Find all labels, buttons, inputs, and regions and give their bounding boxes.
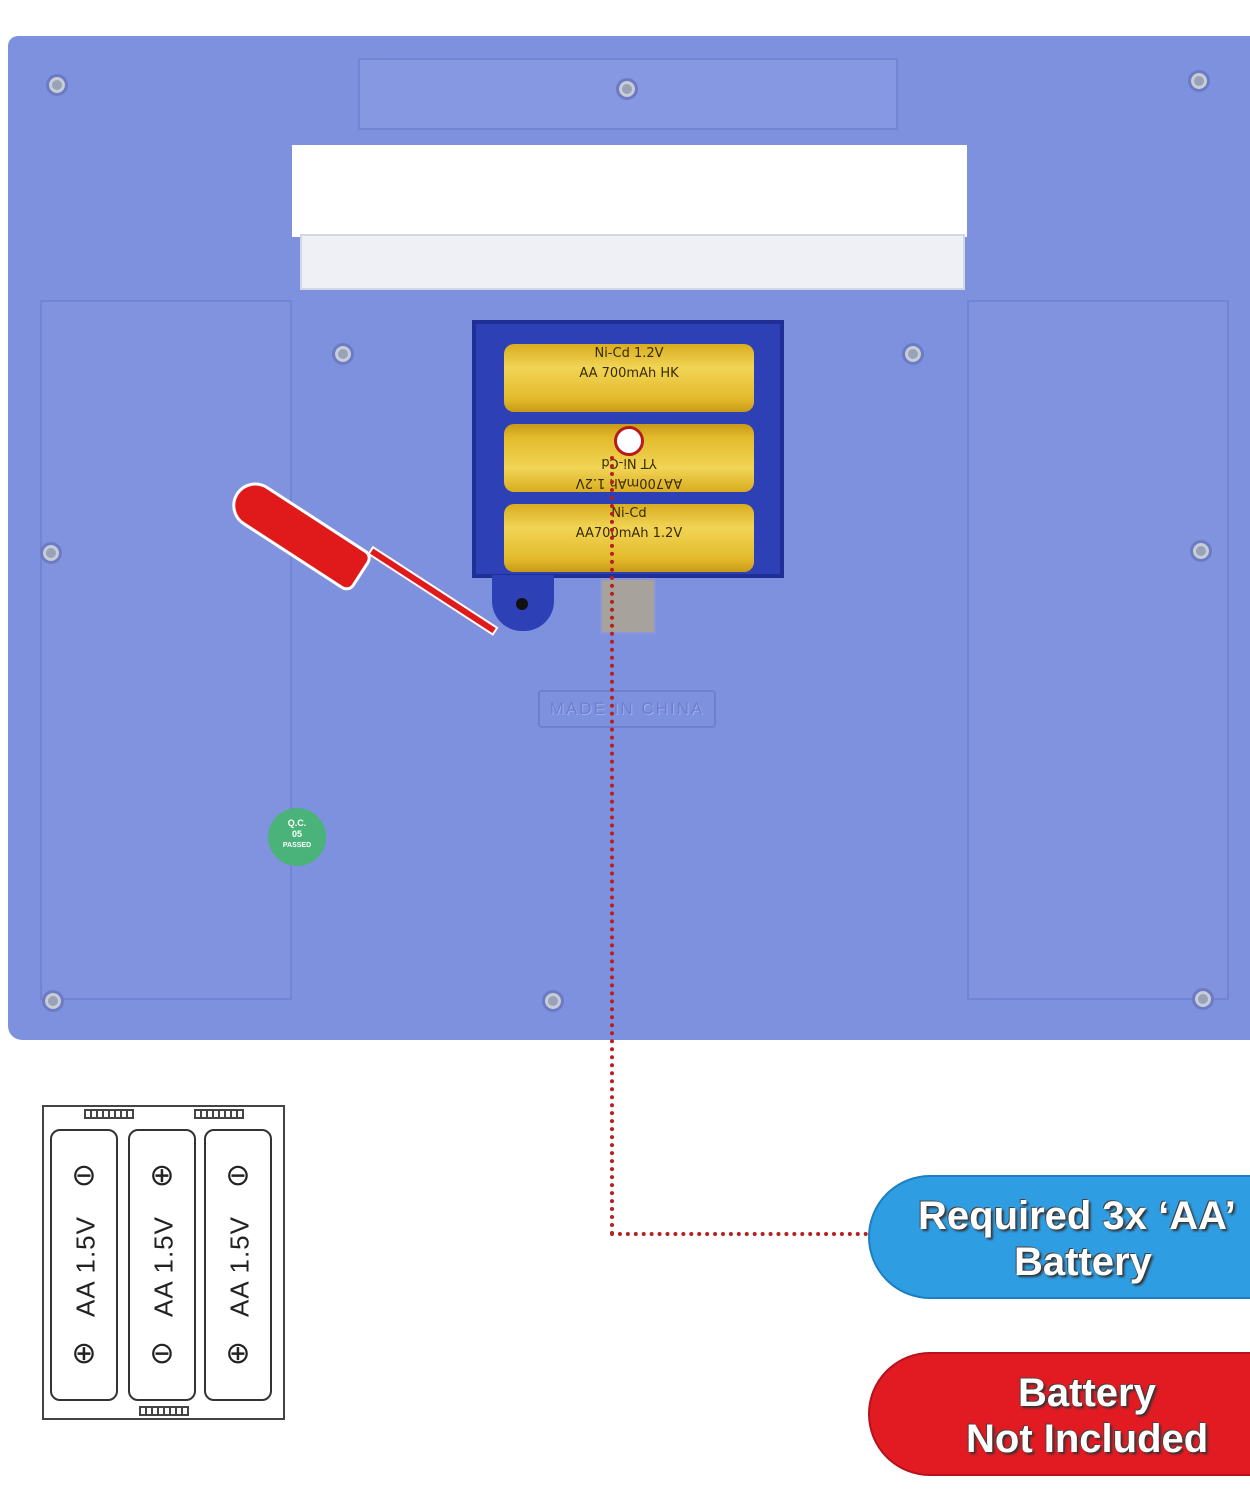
terminal-icon: ⊕ <box>225 1337 251 1370</box>
required-battery-callout: Required 3x ‘AA’ Battery <box>868 1175 1250 1299</box>
screw-icon <box>332 343 354 365</box>
screw-icon <box>902 343 924 365</box>
battery: Ni-Cd 1.2V AA 700mAh HK <box>504 344 754 412</box>
battery-label: AA700mAh 1.2V <box>575 526 683 541</box>
qc-line: PASSED <box>282 842 312 849</box>
qc-sticker: Q.C. 05 PASSED <box>268 808 326 866</box>
pointer-line <box>610 1232 868 1236</box>
handle-bar <box>300 234 965 290</box>
not-included-callout: Battery Not Included <box>868 1352 1250 1476</box>
screw-icon <box>1190 540 1212 562</box>
screw-icon <box>42 990 64 1012</box>
screw-icon <box>542 990 564 1012</box>
callout-line: Not Included <box>966 1417 1209 1461</box>
cover-tab <box>600 578 656 634</box>
spring-icon <box>139 1406 189 1416</box>
screw-icon <box>1192 988 1214 1010</box>
spring-icon <box>194 1109 244 1119</box>
battery-label: Ni-Cd 1.2V <box>594 346 664 361</box>
callout-line: Battery <box>1018 1371 1156 1415</box>
screw-icon <box>616 78 638 100</box>
qc-line: 05 <box>291 829 302 839</box>
pointer-line <box>610 456 614 1236</box>
terminal-icon: ⊖ <box>225 1159 251 1192</box>
callout-line: Required 3x ‘AA’ <box>918 1194 1236 1238</box>
battery: Ni-Cd AA700mAh 1.2V <box>504 504 754 572</box>
terminal-icon: ⊖ <box>71 1159 97 1192</box>
diagram-cell: ⊖ AA 1.5V ⊕ <box>50 1129 118 1401</box>
right-panel <box>967 300 1229 1000</box>
made-in-label: MADE IN CHINA <box>538 690 716 728</box>
terminal-icon: ⊕ <box>71 1337 97 1370</box>
battery-label: AA700mAh 1.2V <box>575 475 683 490</box>
qc-line: Q.C. <box>287 818 307 828</box>
left-panel <box>40 300 292 1000</box>
screw-hole <box>516 598 528 610</box>
terminal-icon: ⊕ <box>149 1159 175 1192</box>
battery-diagram: ⊖ AA 1.5V ⊕ ⊕ AA 1.5V ⊖ ⊖ AA 1.5V ⊕ <box>42 1105 285 1420</box>
screw-icon <box>1188 70 1210 92</box>
screw-icon <box>40 542 62 564</box>
screw-icon <box>46 74 68 96</box>
pointer-dot <box>614 426 644 456</box>
handle-opening <box>292 145 967 237</box>
terminal-icon: ⊖ <box>149 1337 175 1370</box>
battery-label: Ni-Cd <box>611 506 647 521</box>
diagram-cell: ⊕ AA 1.5V ⊖ <box>128 1129 196 1401</box>
spring-icon <box>84 1109 134 1119</box>
diagram-cell: ⊖ AA 1.5V ⊕ <box>204 1129 272 1401</box>
callout-line: Battery <box>1014 1240 1152 1284</box>
battery-label: AA 700mAh HK <box>579 366 679 381</box>
